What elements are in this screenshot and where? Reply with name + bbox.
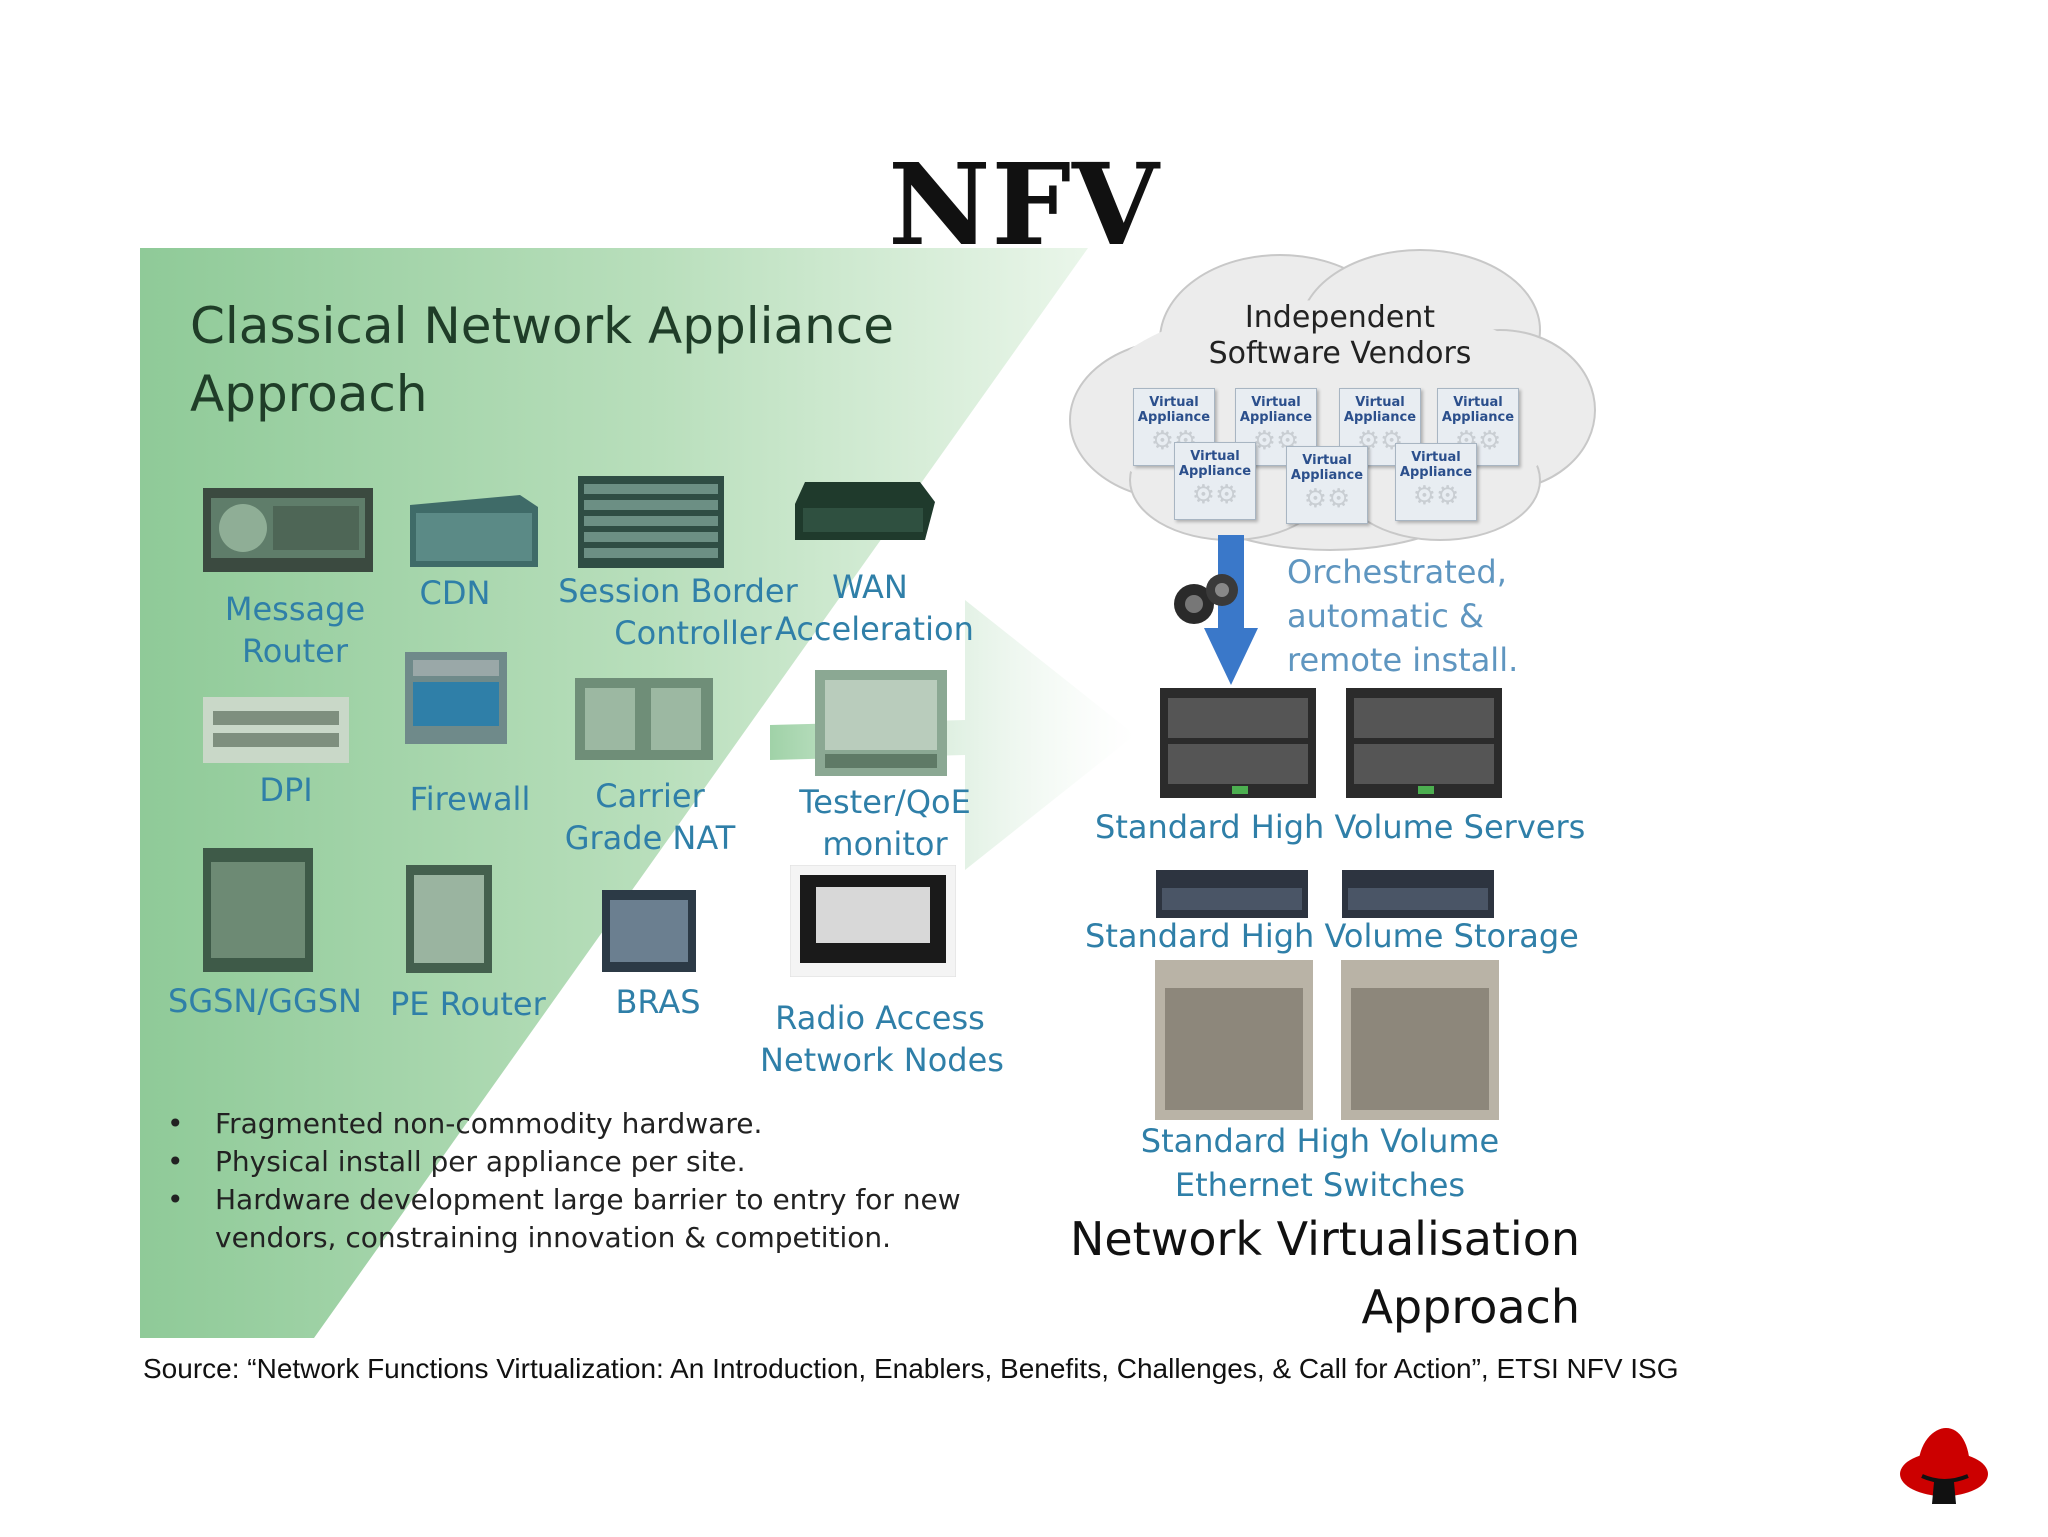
server-chassis (1160, 688, 1316, 798)
tester-qoe-monitor-device (815, 670, 947, 776)
cdn-device (410, 495, 538, 567)
transition-arrow (770, 600, 1135, 870)
label-cdn: CDN (419, 574, 491, 612)
label-session-border-controller: Session Border Controller (558, 572, 798, 652)
gears-icon (1174, 574, 1238, 624)
radio-access-node-device (790, 865, 956, 977)
bras-device (602, 890, 696, 972)
switches-label: Standard High Volume Ethernet Switches (1140, 1122, 1500, 1204)
wan-acceleration-device (795, 482, 935, 540)
label-firewall: Firewall (409, 780, 531, 818)
label-carrier-grade-nat: Carrier Grade NAT (564, 777, 736, 857)
label-bras: BRAS (615, 983, 701, 1021)
virtualisation-heading: Network Virtualisation Approach (1069, 1212, 1580, 1334)
bullet-item-continuation: vendors, constraining innovation & compe… (215, 1221, 892, 1254)
label-tester-qoe-monitor: Tester/QoE monitor (799, 783, 971, 863)
page-title: NFV (888, 140, 1160, 271)
label-sgsn-ggsn: SGSN/GGSN (168, 982, 362, 1020)
classical-heading: Classical Network Appliance Approach (190, 292, 894, 428)
cloud-title: Independent Software Vendors (1208, 300, 1472, 371)
ethernet-switch (1155, 960, 1313, 1120)
label-wan-acceleration: WAN Acceleration (775, 568, 974, 648)
sgsn-ggsn-device (203, 848, 313, 972)
ethernet-switch (1341, 960, 1499, 1120)
label-dpi: DPI (259, 771, 313, 809)
redhat-logo (1900, 1428, 1988, 1504)
gear-icon: ⚙⚙ (1412, 481, 1460, 511)
storage-label: Standard High Volume Storage (1085, 917, 1579, 955)
gear-icon: ⚙⚙ (1191, 480, 1239, 510)
pe-router-device (406, 865, 492, 973)
storage-array (1342, 870, 1494, 918)
classical-heading-line2: Approach (190, 365, 428, 423)
session-border-controller-device (578, 476, 724, 568)
classical-bullets: Fragmented non-commodity hardware. Physi… (165, 1105, 961, 1257)
bullet-item: Fragmented non-commodity hardware. (165, 1105, 961, 1143)
orchestration-text: Orchestrated, automatic & remote install… (1287, 553, 1519, 679)
servers-label: Standard High Volume Servers (1095, 808, 1586, 846)
server-chassis (1346, 688, 1502, 798)
label-pe-router: PE Router (390, 985, 546, 1023)
gear-icon: ⚙⚙ (1303, 484, 1351, 514)
source-citation: Source: “Network Functions Virtualizatio… (143, 1353, 1679, 1384)
label-message-router: Message Router (224, 590, 366, 670)
bullet-item: Physical install per appliance per site. (165, 1143, 961, 1181)
classical-heading-line1: Classical Network Appliance (190, 297, 895, 355)
storage-array (1156, 870, 1308, 918)
label-radio-access-network-nodes: Radio Access Network Nodes (760, 999, 1004, 1079)
carrier-grade-nat-device (575, 678, 713, 760)
dpi-device (203, 697, 349, 763)
bullet-item: Hardware development large barrier to en… (165, 1181, 961, 1219)
firewall-device (405, 652, 507, 744)
message-router-device (203, 488, 373, 572)
